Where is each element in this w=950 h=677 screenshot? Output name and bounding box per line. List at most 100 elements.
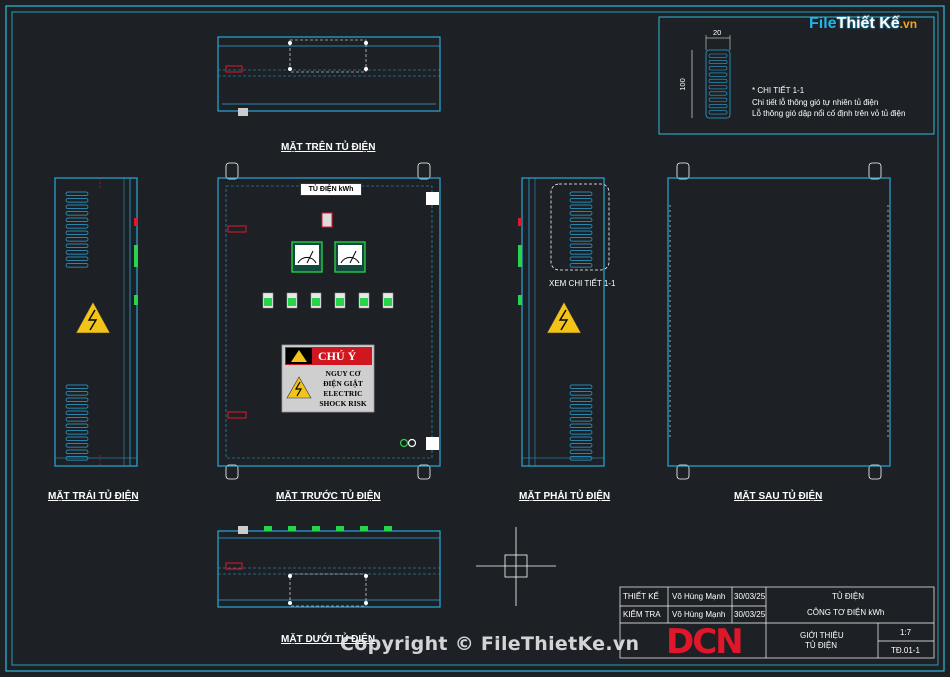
vent-slot (569, 443, 593, 448)
warning-line-1: NGUY CƠ (325, 369, 361, 378)
detail-vent-slot (708, 104, 728, 109)
company-logo: DCN (666, 622, 744, 662)
title-block (619, 586, 935, 659)
vent-slot (569, 430, 593, 435)
logo-part-1: File (809, 15, 837, 32)
vent-slot (569, 456, 593, 461)
vent-slot (569, 211, 593, 216)
indicator-lamp-light (384, 298, 392, 306)
checked-by: Võ Hùng Mạnh (672, 610, 726, 619)
vent-slot (65, 224, 89, 229)
vent-slot (65, 443, 89, 448)
detail-dim-width: 20 (713, 28, 722, 37)
logo-part-2: Thiết Kế (836, 15, 900, 32)
back-view-label: MẶT SAU TỦ ĐIỆN (734, 491, 823, 502)
vent-slot (65, 217, 89, 222)
vent-slot (569, 237, 593, 242)
checked-label: KIỂM TRA (623, 610, 661, 619)
left-view-label: MẶT TRÁI TỦ ĐIỆN (48, 491, 139, 502)
designed-by: Võ Hùng Mạnh (672, 592, 726, 601)
left-view (54, 177, 138, 467)
vent-slot (569, 230, 593, 235)
vent-slot (569, 404, 593, 409)
detail-vent-slot (708, 78, 728, 83)
meter-face (295, 245, 319, 265)
indicator-lamp-top (360, 526, 368, 531)
copyright-watermark: Copyright © FileThietKe.vn (340, 633, 640, 655)
right-view-label: MẶT PHẢI TỦ ĐIỆN (519, 491, 611, 502)
indicator-lamp-light (336, 298, 344, 306)
vent-slot (65, 423, 89, 428)
indicator-lamp-top (264, 526, 272, 531)
scale: 1:7 (900, 628, 912, 637)
vent-slot (65, 250, 89, 255)
meter-needle (306, 250, 314, 264)
vent-slot (569, 417, 593, 422)
vent-slot (569, 436, 593, 441)
crosshair-symbol (476, 527, 556, 606)
warning-line-3: ELECTRIC (323, 389, 363, 398)
vent-slot (65, 456, 89, 461)
vent-slot (65, 417, 89, 422)
detail-vent-slot (708, 72, 728, 77)
vent-slot (569, 217, 593, 222)
warning-line-2: ĐIỆN GIẬT (323, 379, 363, 388)
vent-slot (65, 230, 89, 235)
vent-slot (65, 198, 89, 203)
detail-vent-slot (708, 59, 728, 64)
vent-slot (65, 449, 89, 454)
meter-arc (297, 256, 317, 264)
detail-dim-height: 100 (677, 78, 687, 91)
meter-arc (340, 256, 360, 264)
vent-slot (65, 430, 89, 435)
detail-vent-slot (708, 66, 728, 71)
vent-slot (569, 198, 593, 203)
detail-vent-drawing (691, 35, 731, 119)
sheet-title-1: GIỚI THIỆU (800, 631, 844, 640)
bottom-view (217, 526, 441, 608)
vent-slot (569, 423, 593, 428)
detail-line-2: Lỗ thông gió dập nổi cố định trên vỏ tủ … (752, 109, 906, 118)
back-view (667, 162, 891, 480)
vent-slot (65, 256, 89, 261)
vent-slot (65, 436, 89, 441)
meter-face (338, 245, 362, 265)
front-view-label: MẶT TRƯỚC TỦ ĐIỆN (276, 491, 381, 502)
indicator-lamp-top (384, 526, 392, 531)
designed-date: 30/03/25 (734, 592, 766, 601)
vent-slot (569, 191, 593, 196)
project-line-1: TỦ ĐIỆN (832, 592, 864, 601)
vent-slot (569, 250, 593, 255)
bottom-view-label: MẶT DƯỚI TỦ ĐIỆN (281, 634, 376, 645)
vent-slot (569, 204, 593, 209)
top-view-label: MẶT TRÊN TỦ ĐIỆN (281, 142, 376, 153)
vent-slot (569, 256, 593, 261)
checked-date: 30/03/25 (734, 610, 766, 619)
top-view (217, 36, 441, 116)
indicator-lamp-top (288, 526, 296, 531)
vent-slot (569, 397, 593, 402)
warning-title: CHÚ Ý (318, 349, 357, 363)
indicator-lamp-top (312, 526, 320, 531)
vent-slot (569, 391, 593, 396)
vent-slot (65, 404, 89, 409)
vent-slot (65, 384, 89, 389)
logo-part-3: .vn (899, 17, 918, 31)
designed-label: THIẾT KẾ (623, 592, 659, 601)
vent-slot (569, 449, 593, 454)
indicator-lamp-light (312, 298, 320, 306)
warning-line-4: SHOCK RISK (319, 399, 367, 408)
front-view (217, 162, 441, 480)
indicator-lamp-light (288, 298, 296, 306)
detail-vent-slot (708, 110, 728, 115)
vent-slot (569, 410, 593, 415)
meter-needle (349, 250, 357, 264)
detail-box (658, 16, 935, 135)
right-view (518, 177, 610, 467)
indicator-lamp-light (360, 298, 368, 306)
vent-slot (65, 391, 89, 396)
inner-frame (11, 11, 939, 666)
vent-slot (65, 204, 89, 209)
outer-frame (5, 5, 945, 672)
